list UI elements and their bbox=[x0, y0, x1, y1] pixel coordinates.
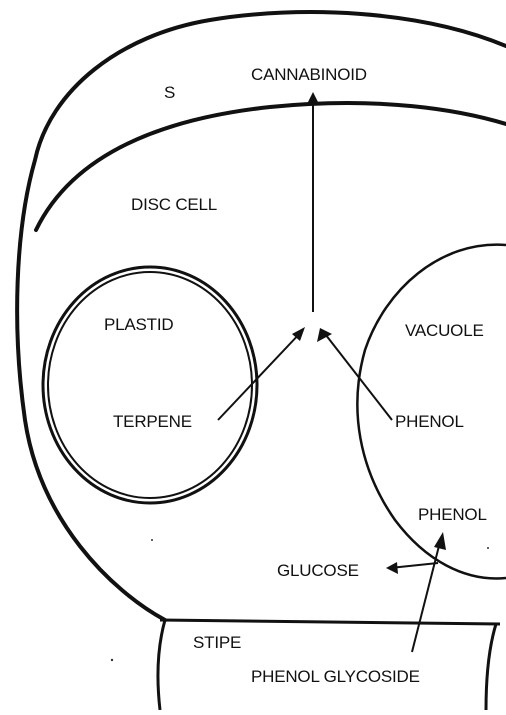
label-phenol-glycoside: PHENOL GLYCOSIDE bbox=[251, 668, 420, 685]
label-phenol-cytoplasm: PHENOL bbox=[395, 413, 464, 430]
label-vacuole: VACUOLE bbox=[405, 322, 484, 339]
disc-cell-boundary bbox=[36, 103, 506, 230]
label-phenol-vacuole: PHENOL bbox=[418, 506, 487, 523]
arrow-glycoside-to-phenol bbox=[412, 532, 446, 652]
speck bbox=[111, 659, 113, 661]
arrow-terpene-to-junction bbox=[218, 327, 305, 420]
outer-sac-wall bbox=[17, 12, 506, 620]
plastid-organelle bbox=[43, 267, 257, 503]
label-glucose: GLUCOSE bbox=[277, 562, 359, 579]
label-stipe: STIPE bbox=[193, 634, 241, 651]
label-terpene: TERPENE bbox=[113, 413, 192, 430]
arrow-to-glucose bbox=[386, 562, 438, 574]
arrow-phenol-to-junction bbox=[317, 328, 392, 420]
label-disc-cell: DISC CELL bbox=[131, 196, 217, 213]
speck bbox=[151, 539, 153, 541]
label-cannabinoid: CANNABINOID bbox=[251, 66, 367, 83]
speck bbox=[487, 547, 489, 549]
label-s: S bbox=[164, 84, 175, 101]
arrow-to-cannabinoid bbox=[307, 92, 319, 312]
label-plastid: PLASTID bbox=[104, 316, 173, 333]
